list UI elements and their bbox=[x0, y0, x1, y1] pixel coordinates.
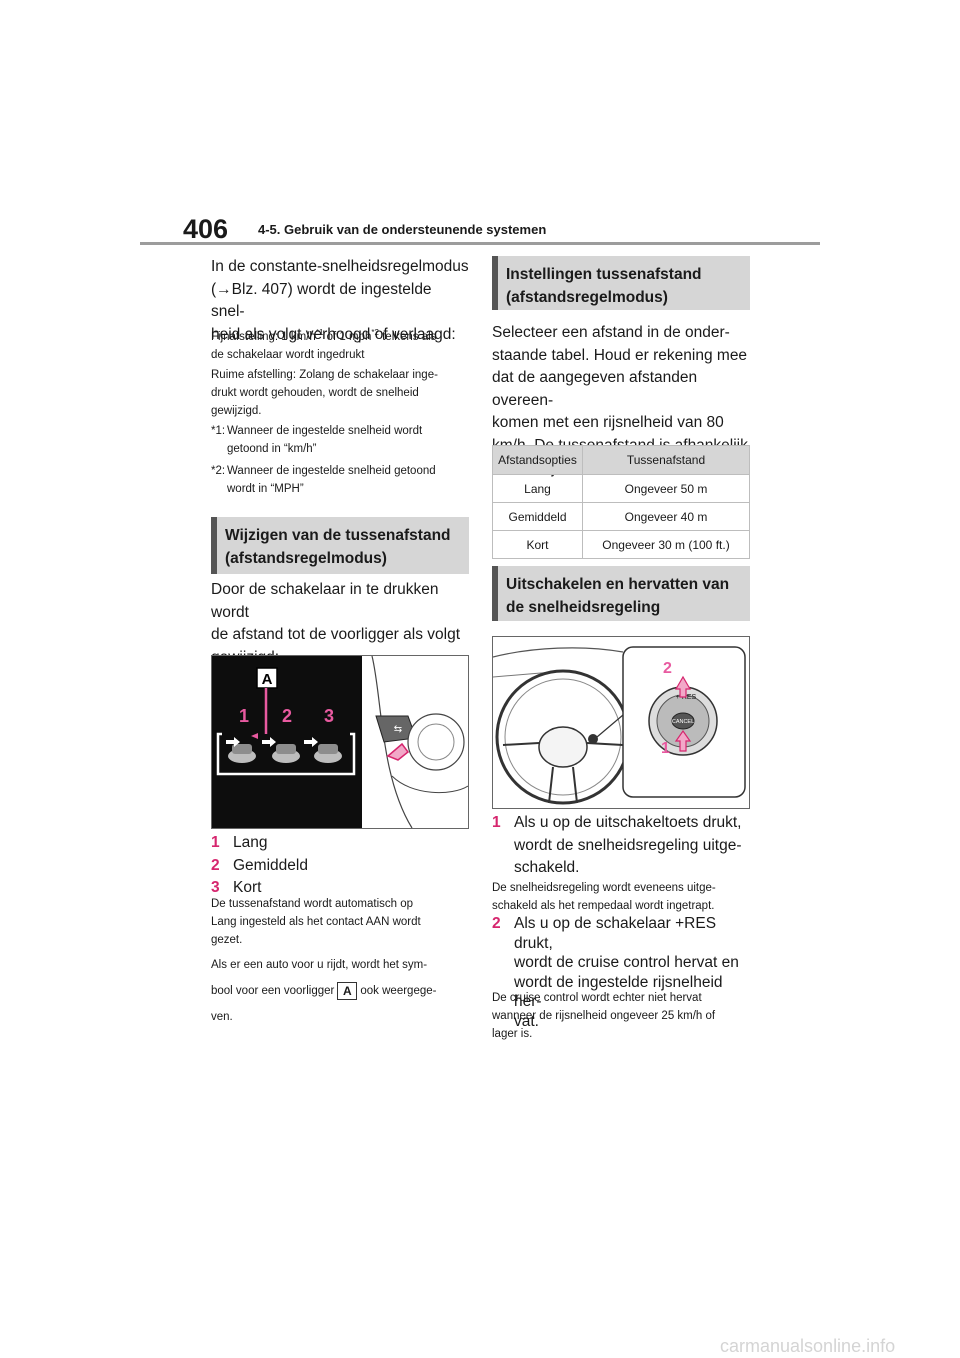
pointer-arrowhead bbox=[251, 733, 258, 739]
figure-num-3: 3 bbox=[324, 706, 334, 726]
steering-hub bbox=[538, 726, 588, 768]
distance-bracket bbox=[216, 732, 356, 776]
heading-change-distance: Wijzigen van de tussenafstand (afstandsr… bbox=[211, 517, 469, 574]
intro-paragraph: In de constante-snelheidsregelmodus (→Bl… bbox=[211, 258, 469, 343]
steering-spokes bbox=[502, 742, 624, 804]
distance-figure-svg: A 1 2 3 ⇆ bbox=[212, 656, 468, 828]
dash-top-line bbox=[493, 647, 624, 658]
table-row: Gemiddeld Ongeveer 40 m bbox=[492, 502, 750, 531]
table-row: Lang Ongeveer 50 m bbox=[492, 474, 750, 503]
car-icon-short bbox=[314, 744, 342, 763]
table-cell: Ongeveer 30 m (100 ft.) bbox=[582, 530, 750, 559]
heading-distance-settings: Instellingen tussenafstand (afstandsrege… bbox=[492, 256, 750, 310]
cruise-lever-tip bbox=[588, 734, 598, 744]
table-cell: Kort bbox=[492, 530, 583, 559]
note-default-distance: De tussenafstand wordt automatisch op La… bbox=[211, 898, 421, 946]
watermark: carmanualsonline.info bbox=[720, 1336, 896, 1356]
note-resume-speed: De cruise control wordt echter niet herv… bbox=[492, 992, 716, 1040]
dash-outline bbox=[371, 656, 413, 828]
distance-table: Afstandsopties Tussenafstand Lang Ongeve… bbox=[492, 445, 750, 559]
distance-switch-icon: ⇆ bbox=[394, 724, 402, 735]
page-number: 406 bbox=[183, 214, 229, 244]
res-press-arrow bbox=[674, 675, 692, 698]
car-icon-long bbox=[228, 744, 256, 763]
table-header: Tussenafstand bbox=[582, 445, 750, 475]
press-arrow bbox=[386, 742, 410, 761]
distance-table-wrap: Afstandsopties Tussenafstand Lang Ongeve… bbox=[492, 445, 750, 559]
cancel-resume-figure: + RES CANCEL 2 1 bbox=[492, 636, 750, 809]
label-a: A bbox=[262, 671, 273, 688]
table-cell: Ongeveer 40 m bbox=[582, 502, 750, 531]
steering-hub-inner bbox=[417, 723, 455, 761]
item-resume: 2 Als u op de schakelaar +RES drukt,word… bbox=[492, 915, 739, 1030]
note-preceding-vehicle: Als er een auto voor u rijdt, wordt het … bbox=[211, 959, 437, 1023]
cancel-figure-svg: + RES CANCEL 2 1 bbox=[493, 637, 749, 808]
table-cell: Gemiddeld bbox=[492, 502, 583, 531]
header-rule bbox=[140, 242, 820, 245]
table-cell: Ongeveer 50 m bbox=[582, 474, 750, 503]
table-header: Afstandsopties bbox=[492, 445, 583, 475]
inline-label-a: A bbox=[337, 981, 358, 1000]
item-cancel: 1 Als u op de uitschakeltoets drukt,word… bbox=[492, 814, 742, 877]
note-cancel-brake: De snelheidsregeling wordt eveneens uitg… bbox=[492, 882, 716, 912]
figure-num-1: 1 bbox=[239, 706, 249, 726]
figure-num-1: 1 bbox=[661, 740, 670, 757]
section-title: 4-5. Gebruik van de ondersteunende syste… bbox=[258, 222, 547, 237]
figure-num-2: 2 bbox=[282, 706, 292, 726]
car-icon-medium bbox=[272, 744, 300, 763]
distance-switch-figure: A 1 2 3 ⇆ bbox=[211, 655, 469, 829]
cancel-label: CANCEL bbox=[672, 719, 694, 725]
figure-num-2: 2 bbox=[663, 660, 672, 677]
heading-cancel-resume: Uitschakelen en hervatten van de snelhei… bbox=[492, 566, 750, 621]
cancel-press-arrow bbox=[674, 729, 692, 752]
arrow-icons bbox=[226, 737, 318, 747]
table-row: Kort Ongeveer 30 m (100 ft.) bbox=[492, 530, 750, 559]
table-cell: Lang bbox=[492, 474, 583, 503]
wheel-outline bbox=[391, 775, 468, 794]
steering-hub bbox=[407, 713, 465, 771]
callout-line bbox=[596, 714, 624, 738]
cancel-button bbox=[671, 712, 695, 730]
footnote-2: *2:Wanneer de ingestelde snelheid getoon… bbox=[211, 465, 436, 495]
coarse-adjust-text: Ruime afstelling: Zolang de schakelaar i… bbox=[211, 369, 438, 417]
steering-wheel-inner bbox=[504, 678, 622, 796]
fine-adjust-text: Fijnafstelling: 1 km/h*1 of 1 mph*2 telk… bbox=[211, 328, 437, 361]
